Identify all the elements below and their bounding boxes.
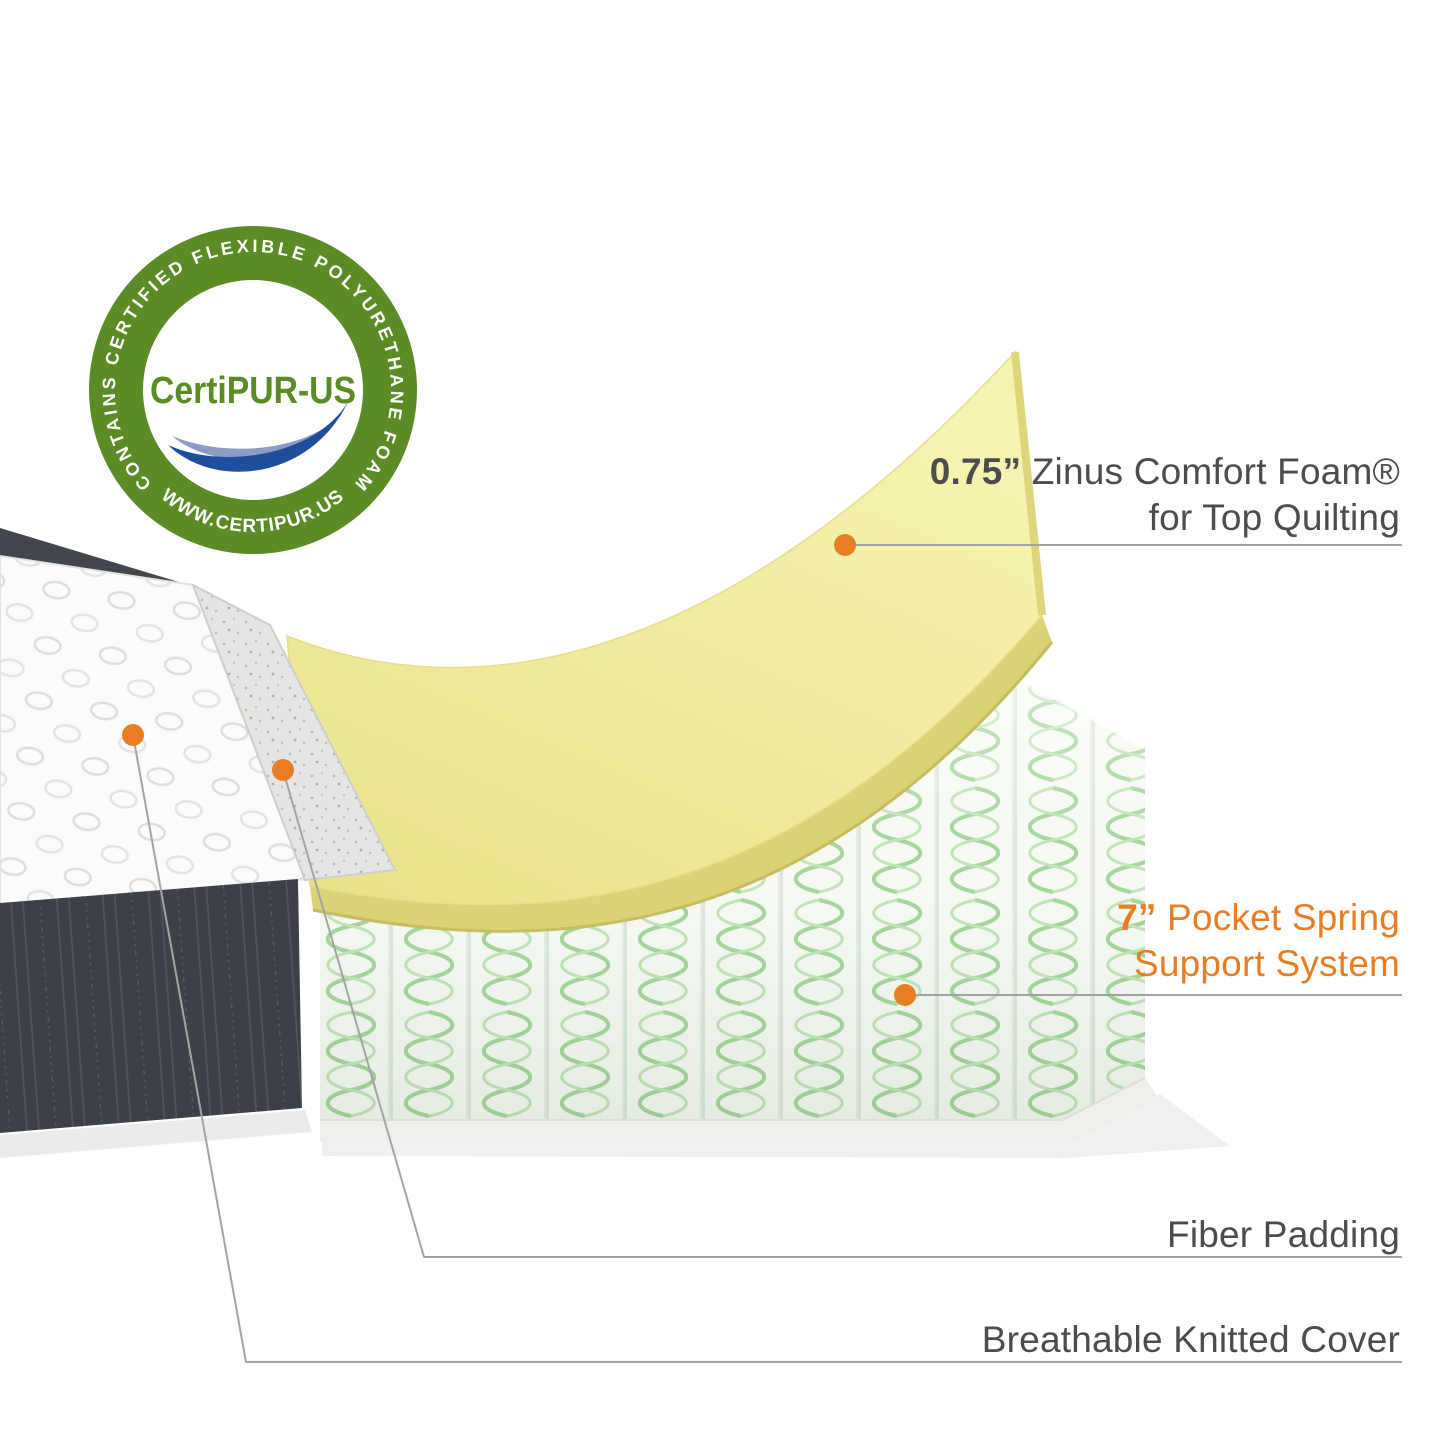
foam-right-edge	[1011, 351, 1046, 616]
base-edge	[320, 1077, 1146, 1121]
comfort-foam-line1: 0.75” Zinus Comfort Foam®	[930, 449, 1400, 495]
mattress-illustration	[0, 350, 1230, 1158]
pocket-spring-name: Pocket Spring	[1167, 897, 1400, 938]
mattress-far-edge	[0, 528, 192, 586]
callout-line-fiber-padding	[282, 769, 1402, 1258]
badge-center-text: CertiPUR-US	[150, 370, 356, 412]
mattress-side-panel	[0, 879, 302, 1133]
callout-dot-fiber-padding	[272, 759, 294, 781]
fiber-padding-layer	[191, 582, 397, 882]
comfort-foam-layer	[286, 350, 1054, 933]
comfort-foam-size: 0.75”	[929, 451, 1022, 492]
base-slab	[320, 1078, 1158, 1142]
floor-shadow-left	[0, 1110, 312, 1158]
label-fiber-padding: Fiber Padding	[1167, 1214, 1400, 1255]
callout-line-knitted-cover	[132, 734, 1402, 1363]
label-pocket-spring: 7” Pocket Spring Support System	[1117, 895, 1400, 988]
foam-bottom-line	[312, 641, 1054, 933]
certipur-badge: CONTAINS CERTIFIED FLEXIBLE POLYURETHANE…	[83, 220, 423, 560]
comfort-foam-line2: for Top Quilting	[1148, 497, 1400, 539]
callout-dot-comfort-foam	[834, 534, 856, 556]
badge-registered-mark: ®	[362, 365, 373, 382]
pocket-spring-line1: 7” Pocket Spring	[1117, 895, 1400, 941]
callouts	[122, 534, 1402, 1363]
label-comfort-foam: 0.75” Zinus Comfort Foam® for Top Quilti…	[930, 449, 1400, 542]
foam-thickness	[310, 615, 1052, 932]
label-knitted-cover: Breathable Knitted Cover	[981, 1319, 1400, 1360]
pocket-spring-size: 7”	[1117, 897, 1157, 938]
base-layer	[320, 1077, 1158, 1142]
badge-swoosh-light	[172, 414, 342, 460]
callout-dot-pocket-spring	[894, 984, 916, 1006]
comfort-foam-name: Zinus Comfort Foam®	[1031, 451, 1400, 492]
badge-swoosh-dark	[168, 402, 348, 472]
callout-dot-knitted-cover	[122, 724, 144, 746]
pocket-spring-line2: Support System	[1133, 943, 1400, 985]
